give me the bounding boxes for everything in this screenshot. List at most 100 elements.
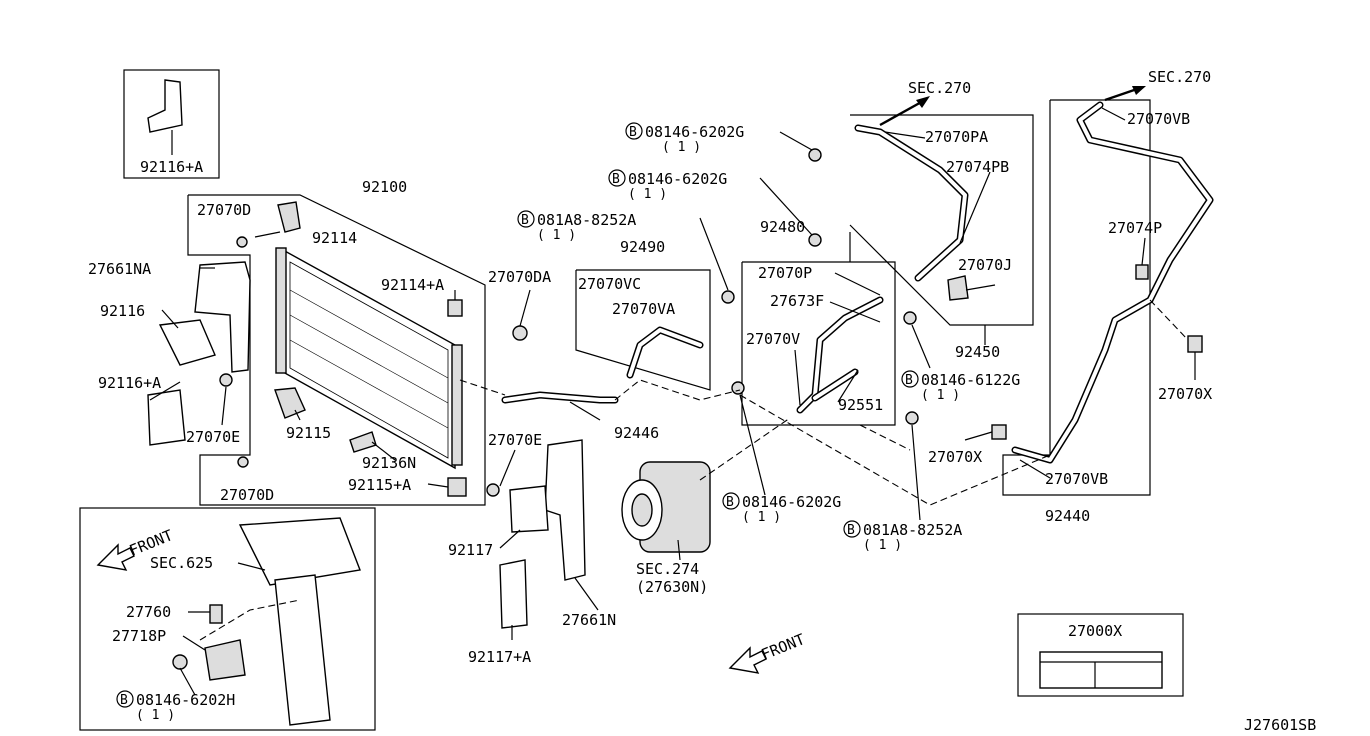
label-sec274-sub: (27630N) xyxy=(636,578,708,596)
label-27070va: 27070VA xyxy=(612,300,675,318)
bolt-callout-4: B 08146-6122G ( 1 ) xyxy=(901,370,1020,403)
box-92116a xyxy=(123,69,220,179)
label-27070e-mid: 27070E xyxy=(488,431,542,449)
label-92450: 92450 xyxy=(955,343,1000,361)
bracket-27661na xyxy=(194,261,251,373)
box-27000x xyxy=(1017,613,1184,697)
label-92115a: 92115+A xyxy=(348,476,411,494)
bracket-92116a-mid xyxy=(147,389,186,446)
label-92440: 92440 xyxy=(1045,507,1090,525)
box-inset-mount xyxy=(79,507,376,731)
svg-text:B: B xyxy=(120,693,128,708)
sensor-27760 xyxy=(209,604,223,624)
label-92116a-mid: 92116+A xyxy=(98,374,161,392)
label-diagram-id: J27601SB xyxy=(1244,716,1316,734)
bolt-callout-2: B 08146-6202G ( 1 ) xyxy=(608,169,727,202)
label-27070d-bottom: 27070D xyxy=(220,486,274,504)
bracket-27070d xyxy=(277,201,301,233)
bolt-27070d-bottom xyxy=(237,456,249,468)
label-92117: 92117 xyxy=(448,541,493,559)
svg-text:08146-6202G: 08146-6202G xyxy=(628,170,727,188)
clip-27070e xyxy=(219,373,233,387)
svg-text:08146-6122G: 08146-6122G xyxy=(921,371,1020,389)
bolt-callout-5: B 08146-6202G ( 1 ) xyxy=(722,492,841,525)
pipe-27070v xyxy=(796,296,884,414)
bolt-callout-6: B 081A8-8252A ( 1 ) xyxy=(843,520,962,553)
label-92136n: 92136N xyxy=(362,454,416,472)
svg-text:( 1 ): ( 1 ) xyxy=(136,708,175,723)
svg-text:B: B xyxy=(847,523,855,538)
bracket-92117a xyxy=(499,559,528,629)
svg-text:B: B xyxy=(521,213,529,228)
box-92100 xyxy=(187,194,486,506)
svg-text:( 1 ): ( 1 ) xyxy=(537,228,576,243)
label-27070vb-top: 27070VB xyxy=(1127,110,1190,128)
label-92446: 92446 xyxy=(614,424,659,442)
label-27000x: 27000X xyxy=(1068,622,1122,640)
label-92551: 92551 xyxy=(838,396,883,414)
label-92116: 92116 xyxy=(100,302,145,320)
label-27070vb-bottom: 27070VB xyxy=(1045,470,1108,488)
front-arrow-main xyxy=(728,646,767,674)
bolt-callout-1: B 08146-6202G ( 1 ) xyxy=(625,122,744,155)
svg-text:B: B xyxy=(629,125,637,140)
label-sec625: SEC.625 xyxy=(150,554,213,572)
box-92480 xyxy=(741,232,896,426)
box-92440 xyxy=(1002,99,1151,496)
bracket-92117 xyxy=(509,485,549,533)
label-27074p: 27074P xyxy=(1108,219,1162,237)
label-27070e-left: 27070E xyxy=(186,428,240,446)
seal-92115a xyxy=(447,477,467,497)
label-92114: 92114 xyxy=(312,229,357,247)
box-92490 xyxy=(575,269,711,391)
label-92116a-top: 92116+A xyxy=(140,158,203,176)
svg-text:081A8-8252A: 081A8-8252A xyxy=(863,521,962,539)
bolt-27070d-top xyxy=(236,236,248,248)
label-27070vc: 27070VC xyxy=(578,275,641,293)
label-plate-27000x xyxy=(1039,651,1163,689)
compressor-sec274 xyxy=(621,461,711,553)
label-27661n: 27661N xyxy=(562,611,616,629)
front-arrow-inset xyxy=(96,543,135,571)
seal-92114a xyxy=(447,299,463,317)
box-92450 xyxy=(849,114,1034,326)
bolt-27070da xyxy=(512,325,528,341)
label-27070da: 27070DA xyxy=(488,268,551,286)
label-92100: 92100 xyxy=(362,178,407,196)
svg-text:08146-6202H: 08146-6202H xyxy=(136,691,235,709)
svg-text:B: B xyxy=(612,172,620,187)
label-27760: 27760 xyxy=(126,603,171,621)
label-sec270-b: SEC.270 xyxy=(1148,68,1211,86)
svg-text:( 1 ): ( 1 ) xyxy=(742,510,781,525)
label-27070x-right: 27070X xyxy=(1158,385,1212,403)
svg-text:08146-6202G: 08146-6202G xyxy=(645,123,744,141)
svg-text:B: B xyxy=(905,373,913,388)
label-27070d-top: 27070D xyxy=(197,201,251,219)
label-92115: 92115 xyxy=(286,424,331,442)
label-92480: 92480 xyxy=(760,218,805,236)
label-27718p: 27718P xyxy=(112,627,166,645)
label-27070pa: 27070PA xyxy=(925,128,988,146)
bracket-92116 xyxy=(158,319,216,366)
svg-text:( 1 ): ( 1 ) xyxy=(628,187,667,202)
label-92490: 92490 xyxy=(620,238,665,256)
svg-text:( 1 ): ( 1 ) xyxy=(921,388,960,403)
svg-text:( 1 ): ( 1 ) xyxy=(662,140,701,155)
seal-92115 xyxy=(274,387,306,419)
inset-frame xyxy=(238,517,361,586)
label-front-main: FRONT xyxy=(759,630,808,664)
bracket-92116a-top xyxy=(147,79,183,133)
label-27070x-mid: 27070X xyxy=(928,448,982,466)
label-27070p: 27070P xyxy=(758,264,812,282)
label-sec274: SEC.274 xyxy=(636,560,699,578)
svg-text:( 1 ): ( 1 ) xyxy=(863,538,902,553)
label-27070v: 27070V xyxy=(746,330,800,348)
bolt-callout-7: B 08146-6202H ( 1 ) xyxy=(116,690,235,723)
label-92117a: 92117+A xyxy=(468,648,531,666)
label-92114a: 92114+A xyxy=(381,276,444,294)
hose-92490 xyxy=(626,326,704,379)
sec270-arrow-a xyxy=(879,98,926,127)
svg-text:081A8-8252A: 081A8-8252A xyxy=(537,211,636,229)
label-27070j: 27070J xyxy=(958,256,1012,274)
